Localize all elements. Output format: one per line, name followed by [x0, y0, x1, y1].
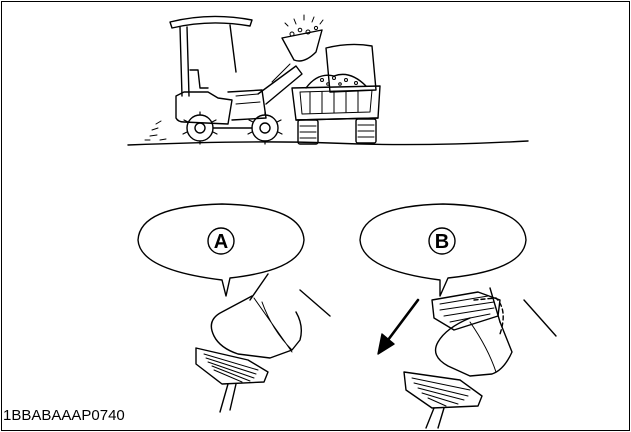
- callout-b: B: [360, 204, 526, 296]
- pedal-a-rod: [220, 384, 236, 412]
- loader-canopy: [170, 16, 252, 96]
- truck-cab: [326, 44, 376, 92]
- loader-seat: [190, 70, 208, 88]
- label-b: B: [435, 231, 449, 253]
- shoe-a: [211, 296, 301, 358]
- loader-rear-body: [176, 92, 232, 124]
- dust-marks: [145, 121, 166, 140]
- foot-on-pedal-b: [378, 288, 556, 428]
- truck-wheels: [298, 119, 376, 144]
- label-a: A: [214, 231, 228, 253]
- callout-a: A: [138, 204, 304, 296]
- foot-on-pedal-a: [196, 274, 330, 412]
- loader-truck-scene: [128, 15, 528, 145]
- loader-boom: [258, 66, 302, 104]
- pedal-a-grooves: [204, 354, 258, 382]
- falling-material: [285, 15, 323, 36]
- ground-line: [128, 141, 528, 145]
- figure-id: 1BBABAAAP0740: [3, 407, 125, 424]
- leg-b: [490, 288, 556, 336]
- pedal-b-upper: [432, 292, 500, 330]
- press-arrow-shaft: [388, 300, 418, 340]
- pedal-b-rod: [426, 408, 444, 428]
- loader-bucket: [282, 30, 322, 61]
